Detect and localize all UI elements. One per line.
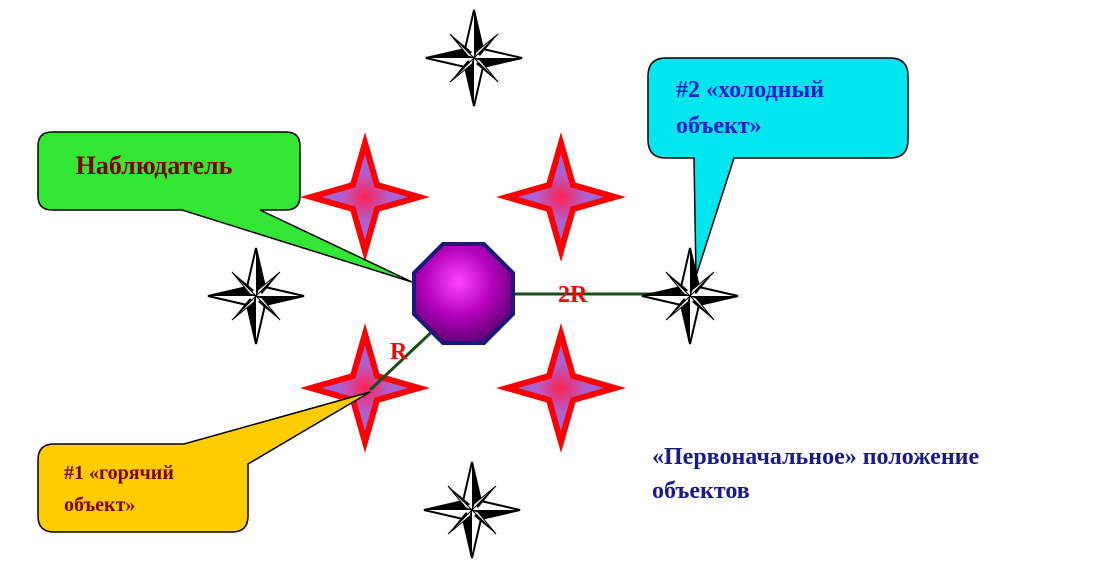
cold-object-label-line1: #2 «холодный [676, 77, 824, 103]
caption-line2: объектов [652, 478, 750, 504]
observer-callout: Наблюдатель [37, 131, 413, 283]
hot-object-label-line1: #1 «горячий [64, 462, 174, 484]
compass-rose-icon [641, 247, 739, 345]
caption-line1: «Первоначальное» положение [652, 444, 980, 470]
distance-label-2r: 2R [558, 282, 588, 308]
four-point-star-icon [311, 143, 419, 251]
cold-object-label-line2: объект» [676, 113, 762, 139]
compass-rose-icon [423, 461, 521, 559]
octagon-observer-icon [412, 242, 515, 345]
four-point-star-icon [507, 143, 615, 251]
observer-label: Наблюдатель [76, 151, 233, 180]
four-point-star-icon [507, 334, 615, 442]
hot-object-label-line2: объект» [64, 494, 135, 516]
distance-label-r: R [390, 339, 408, 365]
hot-object-callout: #1 «горячий объект» [37, 391, 371, 533]
cold-object-callout: #2 «холодный объект» [647, 57, 909, 277]
compass-rose-icon [207, 247, 305, 345]
diagram-caption: «Первоначальное» положение объектов [652, 440, 1092, 508]
compass-rose-icon [425, 9, 523, 107]
